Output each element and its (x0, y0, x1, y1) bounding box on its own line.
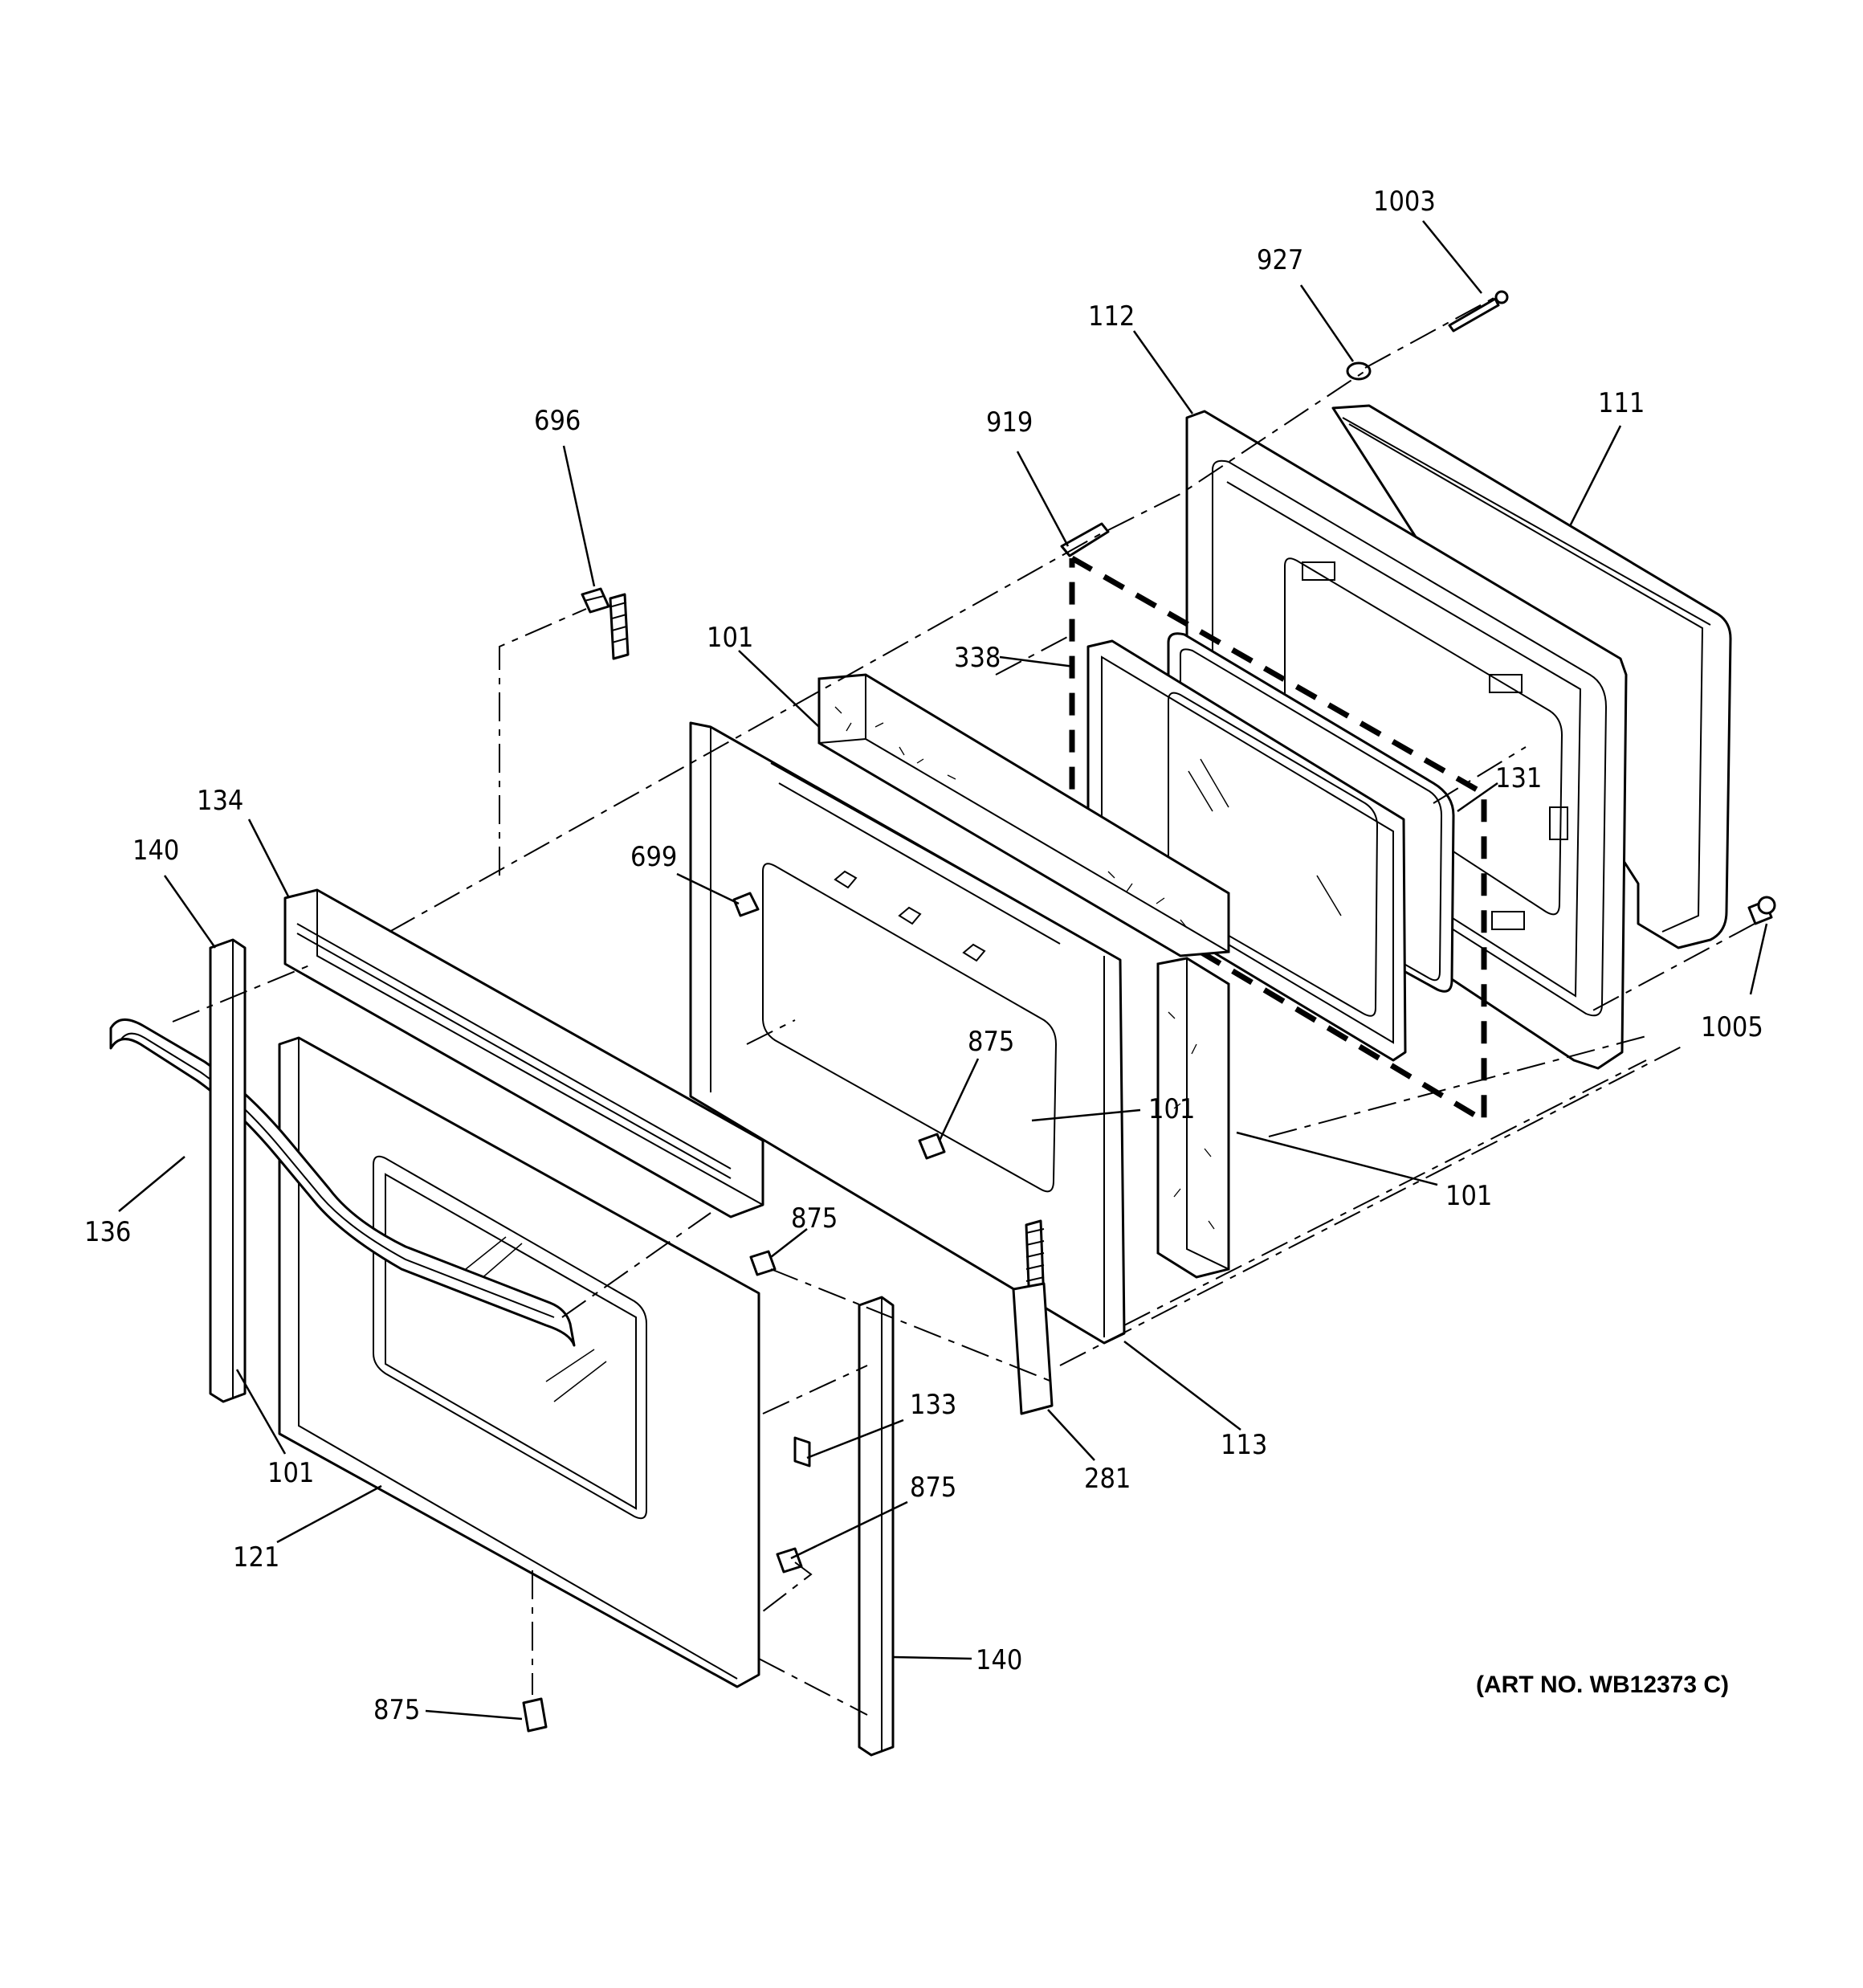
screw-875-d (522, 1697, 548, 1733)
hinge-left (609, 593, 630, 660)
callout-875-mid: 875 (791, 1202, 838, 1235)
callout-281: 281 (1084, 1463, 1131, 1495)
leader-lines (118, 220, 1768, 1721)
callout-136: 136 (84, 1216, 131, 1248)
callout-101-left: 101 (267, 1457, 314, 1489)
hinge-281 (1012, 1219, 1054, 1415)
callout-labels: 1003 927 112 111 919 696 338 101 131 134… (84, 186, 1763, 1726)
callout-338: 338 (954, 642, 1001, 674)
assembly-lines (172, 296, 1755, 1716)
callout-919: 919 (986, 406, 1033, 439)
callout-134: 134 (197, 785, 243, 817)
callout-927: 927 (1257, 244, 1303, 276)
callout-875-lower: 875 (910, 1472, 956, 1504)
callout-101-top: 101 (707, 622, 753, 654)
callout-1005: 1005 (1701, 1011, 1763, 1043)
screw-875-a (918, 1133, 946, 1160)
callout-111: 111 (1598, 387, 1645, 419)
screw-1005 (1747, 896, 1776, 925)
callout-1003: 1003 (1373, 186, 1436, 218)
art-number: (ART NO. WB12373 C) (1476, 1672, 1729, 1698)
callout-140-bottom: 140 (976, 1644, 1022, 1676)
inner-door-panel-112 (1185, 410, 1628, 1070)
callout-131: 131 (1495, 762, 1542, 794)
vent-trim-134 (283, 888, 764, 1219)
screw-1003 (1448, 290, 1509, 333)
callout-121: 121 (233, 1541, 279, 1574)
callout-112: 112 (1088, 300, 1135, 333)
side-trim-140-left (209, 938, 247, 1403)
washer-927 (1346, 361, 1372, 381)
clip-133 (793, 1436, 811, 1468)
screw-696 (581, 587, 610, 614)
side-trim-140-right (858, 1296, 895, 1757)
insulation-101-top (817, 673, 1230, 957)
screw-699 (732, 892, 760, 917)
callout-875-bottom: 875 (373, 1694, 420, 1726)
callout-140-top: 140 (132, 835, 179, 867)
insulation-101-right (1156, 957, 1230, 1279)
outer-door-121 (278, 1036, 760, 1688)
callout-699: 699 (630, 841, 677, 873)
screw-875-c (776, 1547, 803, 1574)
callout-875-upper: 875 (968, 1026, 1014, 1058)
callout-101-right: 101 (1445, 1180, 1492, 1212)
callout-113: 113 (1221, 1429, 1267, 1461)
callout-696: 696 (534, 405, 581, 437)
callout-101-center: 101 (1148, 1093, 1195, 1125)
glass-envelope-outline (1069, 555, 1487, 1126)
callout-133: 133 (910, 1389, 956, 1421)
screw-875-b (749, 1250, 777, 1276)
